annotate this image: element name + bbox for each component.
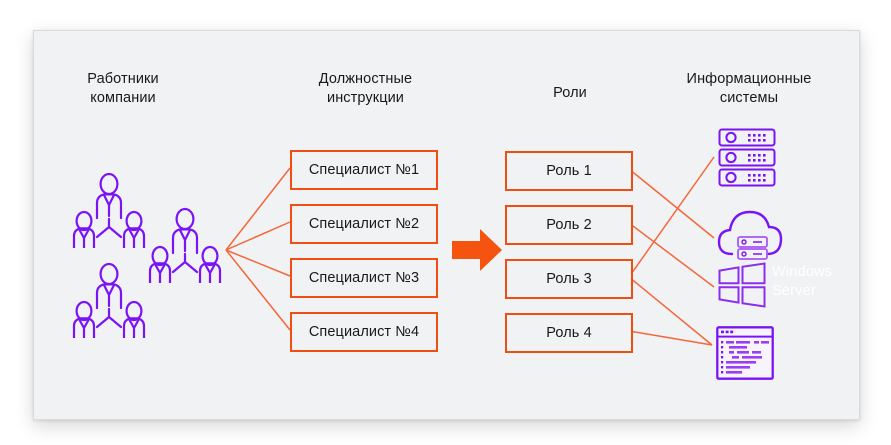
heading-line-2: компании [90, 90, 156, 106]
person-icon [122, 300, 146, 338]
employee-group-3 [72, 262, 146, 338]
job-description-label: Специалист №3 [308, 270, 420, 286]
column-heading-roles: Роли [505, 84, 635, 103]
role-box-2[interactable]: Роль 2 [505, 205, 633, 245]
job-description-label: Специалист №4 [308, 324, 420, 340]
job-description-label: Специалист №2 [308, 216, 420, 232]
person-icon [72, 210, 96, 248]
server-stack-icon [718, 128, 776, 187]
heading-line-2: инструкции [327, 90, 404, 106]
person-icon [95, 172, 123, 220]
person-icon [122, 210, 146, 248]
job-description-box-2[interactable]: Специалист №2 [290, 204, 438, 244]
heading-line-1: Роли [553, 85, 587, 101]
job-description-box-4[interactable]: Специалист №4 [290, 312, 438, 352]
windows-server-label-line-1: Windows [772, 264, 833, 280]
role-label: Роль 3 [546, 271, 592, 287]
heading-line-1: Информационные [686, 71, 812, 87]
person-icon [171, 207, 199, 255]
role-box-1[interactable]: Роль 1 [505, 151, 633, 191]
heading-line-2: системы [719, 90, 779, 106]
role-box-3[interactable]: Роль 3 [505, 259, 633, 299]
role-label: Роль 2 [546, 217, 592, 233]
role-box-4[interactable]: Роль 4 [505, 313, 633, 353]
windows-server-label-line-2: Server [772, 283, 816, 299]
role-label: Роль 4 [546, 325, 592, 341]
job-description-label: Специалист №1 [308, 162, 420, 178]
employee-group-1 [72, 172, 146, 248]
person-icon [148, 245, 172, 283]
role-label: Роль 1 [546, 163, 592, 179]
windows-server-label: Windows Server [772, 263, 862, 301]
heading-line-1: Работники [87, 71, 159, 87]
column-heading-employees: Работники компании [58, 70, 188, 108]
person-icon [198, 245, 222, 283]
cloud-server-icon [717, 210, 783, 260]
column-heading-job-descriptions: Должностные инструкции [293, 70, 438, 108]
person-icon [72, 300, 96, 338]
person-icon [95, 262, 123, 310]
employee-group-2 [148, 207, 222, 283]
code-window-icon [716, 326, 774, 380]
column-heading-systems: Информационные системы [663, 70, 835, 108]
flow-arrow-icon [452, 229, 502, 271]
windows-logo-icon [718, 262, 766, 308]
job-description-box-1[interactable]: Специалист №1 [290, 150, 438, 190]
job-description-box-3[interactable]: Специалист №3 [290, 258, 438, 298]
heading-line-1: Должностные [318, 71, 413, 87]
